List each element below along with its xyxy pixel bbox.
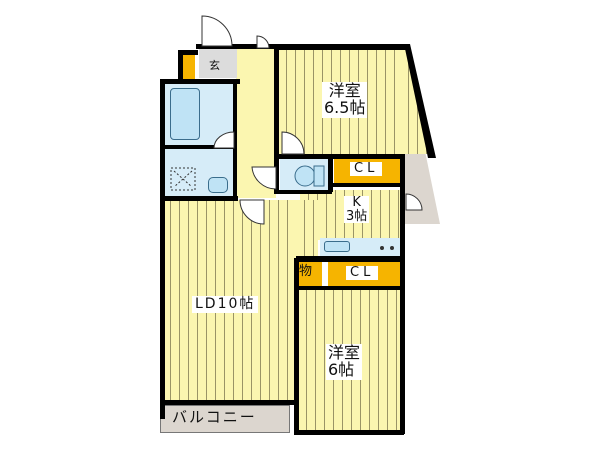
entrance-label: 玄 (209, 59, 220, 72)
balcony-label: バルコニー (172, 408, 257, 426)
wall (178, 50, 198, 55)
front-door-swing (201, 15, 233, 47)
wall (160, 79, 165, 419)
washing-machine-icon (170, 167, 196, 191)
closet-2-label: CL (346, 266, 379, 280)
toilet-door-swing (251, 166, 277, 190)
kitchen-size: 3帖 (346, 208, 368, 224)
balcony-floor (160, 405, 290, 433)
wall (233, 79, 237, 201)
living-dining-label: LD10帖 (192, 296, 259, 313)
living-dining-floor-ext (296, 200, 318, 260)
wall (328, 156, 333, 192)
angled-wall (404, 44, 436, 158)
ld-door-swing (239, 199, 265, 225)
stove-icon (376, 245, 398, 251)
wall (276, 154, 404, 159)
western-room-1-label: 洋室 6.5帖 (322, 81, 368, 118)
wall (276, 44, 408, 50)
wall (196, 44, 278, 49)
bathtub-icon (170, 88, 200, 140)
wall (296, 256, 404, 262)
western-room-2-label: 洋室 6帖 (326, 343, 363, 380)
kitchen-sink-icon (324, 241, 350, 252)
wall (276, 190, 332, 194)
wall (296, 286, 404, 290)
wall (160, 400, 298, 405)
wall (160, 145, 236, 149)
wall (274, 44, 279, 194)
kitchen-name: K (352, 195, 361, 210)
storage (298, 262, 322, 286)
western-room-1-size: 6.5帖 (324, 97, 366, 117)
western-room-1-name: 洋室 (328, 81, 361, 100)
room1-door-swing (281, 131, 305, 155)
toilet-icon (294, 165, 325, 187)
side-balcony (404, 154, 440, 224)
shoe-closet (183, 55, 195, 79)
wall (294, 430, 404, 435)
wall (178, 50, 183, 82)
side-balcony-door-swing (405, 193, 423, 211)
wall (332, 183, 402, 187)
western-room-2-size: 6帖 (328, 359, 355, 379)
washroom-door-swing (213, 131, 235, 149)
storage-label: 物 (299, 264, 313, 279)
western-room-2-name: 洋室 (328, 343, 361, 362)
sink-icon (208, 177, 228, 193)
wall (400, 154, 405, 434)
hall-door-swing (256, 35, 270, 49)
wall (160, 196, 238, 201)
kitchen-label: K 3帖 (344, 195, 370, 224)
entrance-floor (199, 48, 237, 78)
closet-1-label: CL (350, 162, 383, 176)
wall (294, 258, 299, 434)
wall (160, 79, 240, 84)
